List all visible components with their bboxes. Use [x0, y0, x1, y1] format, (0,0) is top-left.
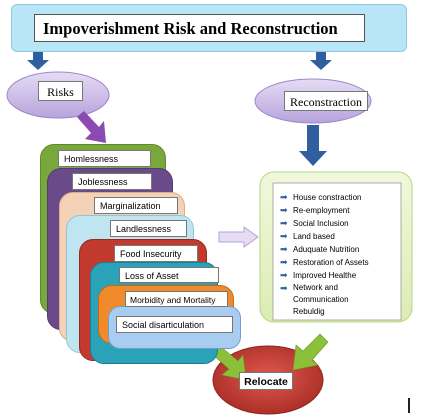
risk-item-loss-of-asset: Loss of Asset: [119, 267, 219, 283]
reconstruction-label-box: Reconstraction: [284, 91, 368, 111]
green-arrow-right: [292, 333, 329, 371]
blue-arrow-icon: ➡: [280, 231, 288, 241]
reconstruction-item: ➡ Network and Communication Rebuldig: [280, 283, 349, 316]
relocate-label-box: Relocate: [239, 372, 293, 390]
arrow-title-to-risks: [27, 52, 49, 70]
risks-label-box: Risks: [38, 81, 83, 101]
blue-arrow-icon: ➡: [280, 270, 288, 280]
reconstruction-item: ➡ Restoration of Assets: [280, 257, 369, 267]
risk-item-homlessness: Homlessness: [58, 150, 151, 167]
risk-item-marginalization: Marginalization: [94, 197, 178, 214]
reconstruction-item: ➡ Aduquate Nutrition: [280, 244, 360, 254]
risk-item-landlessness: Landlessness: [110, 220, 187, 237]
blue-arrow-icon: ➡: [280, 257, 288, 267]
blue-arrow-icon: ➡: [280, 218, 288, 228]
risk-item-morbidity-and-mortality: Morbidity and Mortality: [125, 291, 228, 307]
risk-item-food-insecurity: Food Insecurity: [114, 245, 198, 262]
reconstruction-item: ➡ Improved Healthe: [280, 270, 357, 280]
title-box: Impoverishment Risk and Reconstruction: [34, 14, 365, 42]
reconstruction-inner-box: [272, 182, 402, 321]
blue-arrow-icon: ➡: [280, 192, 288, 202]
reconstruction-item: ➡ Social Inclusion: [280, 218, 349, 228]
reconstruction-list: ➡ House constraction ➡ Re-employment ➡ S…: [280, 191, 400, 318]
blue-arrow-icon: ➡: [280, 283, 288, 293]
text-cursor-mark: [408, 398, 410, 413]
arrow-risks-to-reconstruction: [218, 226, 259, 248]
arrow-risks-to-list: [77, 111, 106, 143]
arrow-reconstruction-to-panel: [299, 125, 327, 166]
reconstruction-item: ➡ House constraction: [280, 192, 362, 202]
risk-item-joblessness: Joblessness: [72, 173, 152, 190]
arrow-title-to-reconstruction: [310, 52, 332, 70]
blue-arrow-icon: ➡: [280, 205, 288, 215]
reconstruction-item: ➡ Land based: [280, 231, 335, 241]
risk-item-social-disarticulation: Social disarticulation: [116, 316, 233, 333]
reconstruction-item: ➡ Re-employment: [280, 205, 350, 215]
blue-arrow-icon: ➡: [280, 244, 288, 254]
